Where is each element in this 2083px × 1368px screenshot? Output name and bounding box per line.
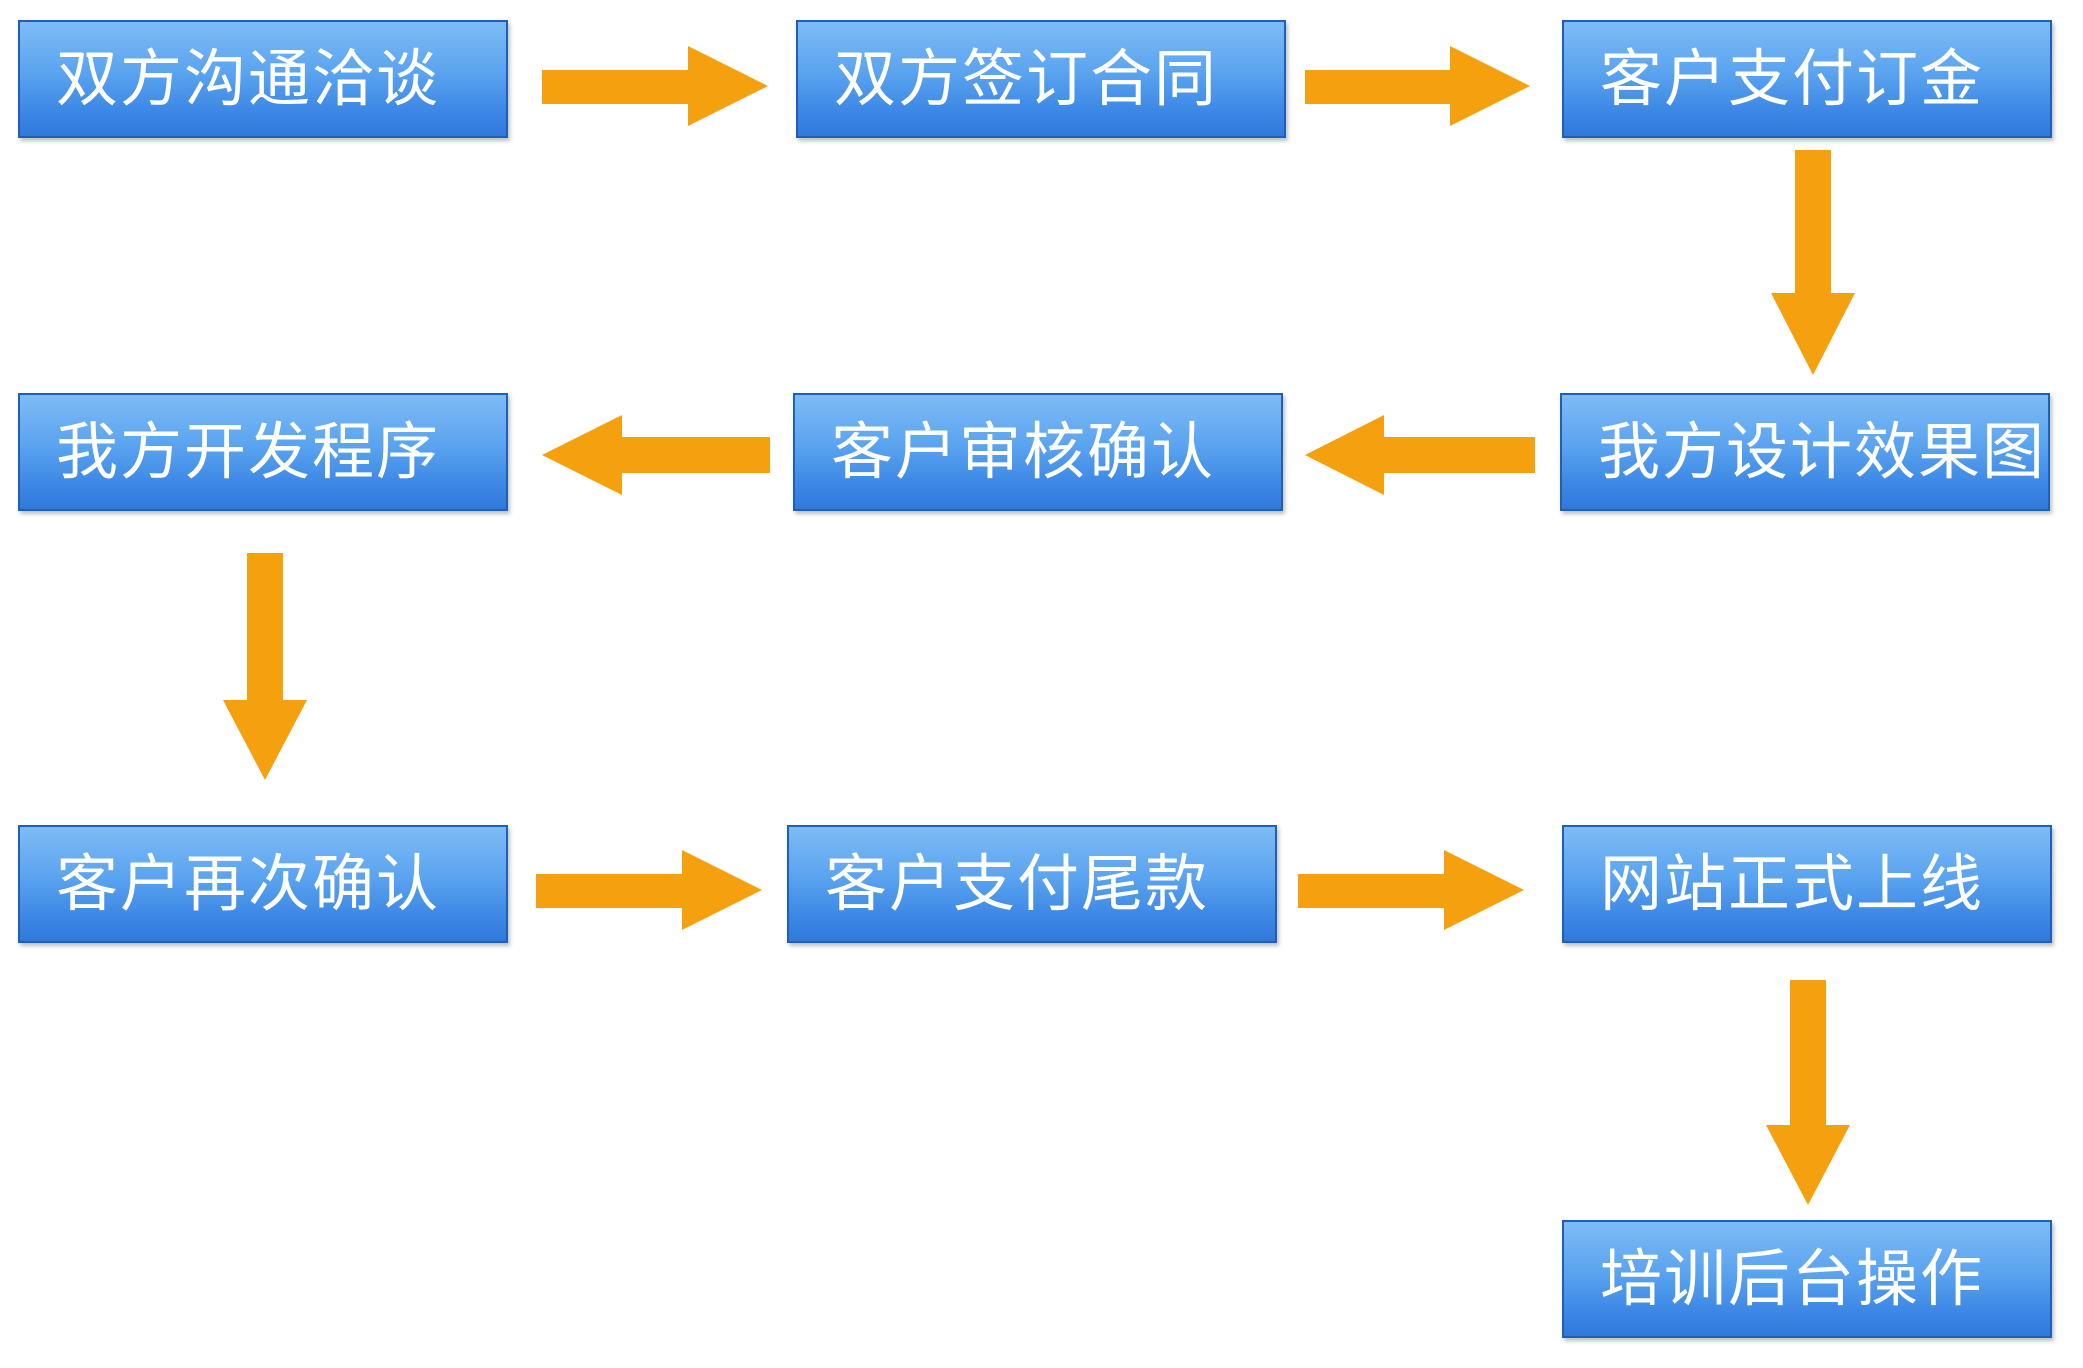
arrow-right-icon	[1298, 850, 1524, 930]
arrow-down-icon	[223, 553, 307, 780]
step-label: 双方沟通洽谈	[56, 42, 441, 115]
step-pay-balance: 客户支付尾款	[787, 825, 1277, 943]
step-label: 双方签订合同	[834, 42, 1219, 115]
step-label: 客户支付订金	[1600, 42, 1985, 115]
arrow-down-icon	[1766, 980, 1850, 1205]
step-develop-program: 我方开发程序	[18, 393, 508, 511]
arrow-down-icon	[1771, 150, 1855, 375]
arrow-right-icon	[1305, 46, 1530, 126]
step-label: 我方开发程序	[56, 415, 441, 488]
step-design-mockup: 我方设计效果图	[1560, 393, 2050, 511]
step-label: 客户支付尾款	[825, 847, 1210, 920]
step-sign-contract: 双方签订合同	[796, 20, 1286, 138]
step-pay-deposit: 客户支付订金	[1562, 20, 2052, 138]
arrow-left-icon	[1305, 415, 1535, 495]
step-label: 网站正式上线	[1600, 847, 1985, 920]
step-reconfirm: 客户再次确认	[18, 825, 508, 943]
step-review-confirm: 客户审核确认	[793, 393, 1283, 511]
step-backend-training: 培训后台操作	[1562, 1220, 2052, 1338]
step-label: 我方设计效果图	[1598, 415, 2047, 488]
step-label: 客户再次确认	[56, 847, 441, 920]
arrow-left-icon	[542, 415, 770, 495]
arrow-right-icon	[542, 46, 768, 126]
step-label: 客户审核确认	[831, 415, 1216, 488]
step-label: 培训后台操作	[1600, 1242, 1985, 1315]
arrow-right-icon	[536, 850, 762, 930]
step-site-launch: 网站正式上线	[1562, 825, 2052, 943]
step-negotiation: 双方沟通洽谈	[18, 20, 508, 138]
